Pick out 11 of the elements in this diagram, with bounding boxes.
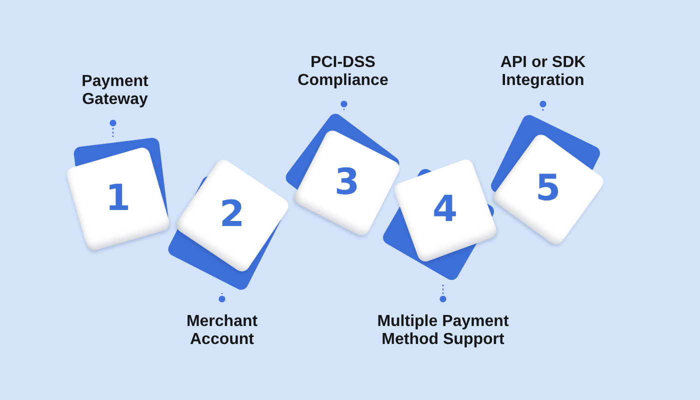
step-number: 1 (105, 180, 131, 218)
step-number: 4 (432, 191, 458, 229)
step-number: 2 (219, 196, 245, 234)
step-label: API or SDK Integration (500, 54, 586, 90)
step-label: Multiple Payment Method Support (376, 313, 510, 349)
step-label: PCI-DSS Compliance (297, 54, 389, 90)
step-number: 3 (334, 164, 360, 202)
number-tile (64, 137, 172, 253)
step-number: 5 (535, 170, 561, 208)
step-label: Merchant Account (186, 313, 258, 349)
step-label: Payment Gateway (81, 73, 149, 109)
